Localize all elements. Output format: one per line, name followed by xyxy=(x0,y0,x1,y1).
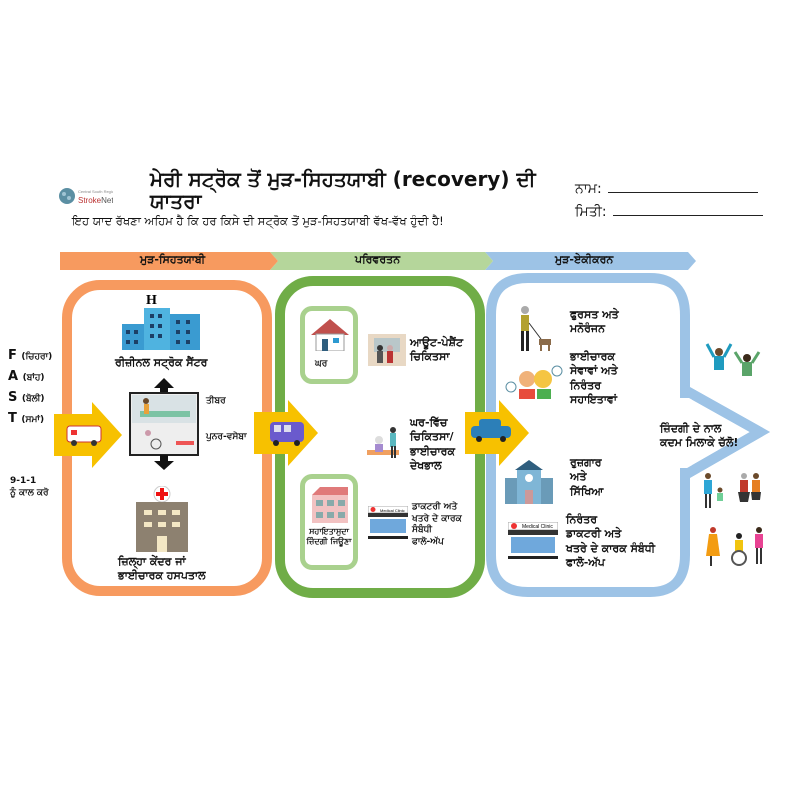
fast-item: F (ਚਿਹਰਾ) xyxy=(8,348,53,363)
phase-bar xyxy=(60,252,696,270)
clinic-sign: Medical Clinic xyxy=(522,524,553,530)
district-hospital-icon xyxy=(136,486,188,552)
phase-label-transition: ਪਰਿਵਰਤਨ xyxy=(355,253,401,266)
fast-list: F (ਚਿਹਰਾ) A (ਬਾਂਹ) S (ਬੋਲੀ) T (ਸਮਾਂ) xyxy=(8,346,52,430)
district-hospital-label: ਜ਼ਿਲ੍ਹਾ ਕੇਂਦਰ ਜਾਂਭਾਈਚਾਰਕ ਹਸਪਤਾਲ xyxy=(118,555,206,583)
fast-item: A (ਬਾਂਹ) xyxy=(8,369,45,384)
school-icon xyxy=(505,460,553,504)
regional-center-label: ਰੀਜ਼ੀਨਲ ਸਟ੍ਰੋਕ ਸੈਂਟਰ xyxy=(115,356,208,369)
assisted-living-label: ਸਹਾਇਤਾਸੁਦਾਜ਼ਿੰਦਗੀ ਜਿਊਣਾ xyxy=(306,527,352,547)
fast-item: S (ਬੋਲੀ) xyxy=(8,390,45,405)
assisted-living-card: ਸਹਾਇਤਾਸੁਦਾਜ਼ਿੰਦਗੀ ਜਿਊਣਾ xyxy=(300,474,358,570)
bus-icon xyxy=(270,422,304,446)
home-label: ਘਰ xyxy=(315,359,328,369)
call-number: 9-1-1 xyxy=(10,476,37,486)
leisure-label: ਫੁਰਸਤ ਅਤੇਮਨੋਰੰਜਨ xyxy=(570,308,619,336)
arrow-down-icon xyxy=(154,461,174,470)
svg-text:H: H xyxy=(146,293,157,308)
outpatient-therapy-icon xyxy=(368,334,406,366)
home-card: ਘਰ xyxy=(300,306,358,384)
care-transfer-graphic xyxy=(129,378,199,470)
phase-label-reintegration: ਮੁੜ-ਏਕੀਕਰਨ xyxy=(555,253,614,266)
phase-label-recovery: ਮੁੜ-ਸਿਹਤਯਾਬੀ xyxy=(140,253,206,266)
medical-clinic-icon-2: Medical Clinic xyxy=(508,522,558,559)
car-arrow xyxy=(465,400,529,466)
date-field[interactable]: ਮਿਤੀ: xyxy=(575,203,763,220)
community-support-icon xyxy=(505,365,563,399)
in-home-care-icon xyxy=(367,427,399,458)
phase-reintegration-arrow xyxy=(485,252,696,270)
phase-transition-arrow xyxy=(270,252,493,270)
ambulance-icon xyxy=(66,425,102,446)
arrow-up-icon xyxy=(154,378,174,388)
house-icon xyxy=(311,319,349,351)
brain-logo-icon: Central South Regional StrokeNetwork xyxy=(59,188,131,205)
acute-label: ਤੀਬਰ xyxy=(206,396,226,406)
wheelchair-group-icon xyxy=(706,527,763,566)
celebrating-people-icon xyxy=(705,343,761,376)
rehab-label: ਪੁਨਰ-ਵਸੇਬਾ xyxy=(206,432,247,442)
phase-recovery-arrow xyxy=(60,252,278,270)
stroke-network-logo: Central South Regional StrokeNetwork xyxy=(58,185,131,207)
bus-arrow xyxy=(254,400,318,466)
name-field[interactable]: ਨਾਮ: xyxy=(575,180,758,197)
car-icon xyxy=(471,419,511,442)
reintegration-box xyxy=(486,273,771,597)
clinic-sign: Medical Clinic xyxy=(380,508,405,513)
family-walking-icon xyxy=(704,473,761,508)
svg-text:StrokeNetwork: StrokeNetwork xyxy=(78,196,113,205)
regional-hospital-icon: H xyxy=(122,293,200,350)
ambulance-arrow xyxy=(54,402,122,468)
call-911: 9-1-1 ਨੂੰ ਕਾਲ ਕਰੋ xyxy=(10,476,49,499)
header-text: ਮੇਰੀ ਸਟ੍ਰੋਕ ਤੋਂ ਮੁੜ-ਸਿਹਤਯਾਬੀ (recovery) … xyxy=(72,168,567,228)
name-label: ਨਾਮ: xyxy=(575,181,602,197)
call-label: ਨੂੰ ਕਾਲ ਕਰੋ xyxy=(10,487,49,498)
svg-text:Central South Regional: Central South Regional xyxy=(78,189,113,194)
date-label: ਮਿਤੀ: xyxy=(575,204,607,220)
walking-dog-icon xyxy=(521,306,551,351)
page-subtitle: ਇਹ ਯਾਦ ਰੱਖਣਾ ਅਹਿਮ ਹੈ ਕਿ ਹਰ ਕਿਸੇ ਦੀ ਸਟ੍ਰੋ… xyxy=(72,214,444,228)
page-title: ਮੇਰੀ ਸਟ੍ਰੋਕ ਤੋਂ ਮੁੜ-ਸਿਹਤਯਾਬੀ (recovery) … xyxy=(150,167,536,213)
date-line[interactable] xyxy=(612,203,763,216)
fast-item: T (ਸਮਾਂ) xyxy=(8,411,45,426)
medical-clinic-icon: Medical Clinic xyxy=(368,506,408,539)
assisted-living-building-icon xyxy=(312,487,348,523)
name-line[interactable] xyxy=(607,180,758,193)
